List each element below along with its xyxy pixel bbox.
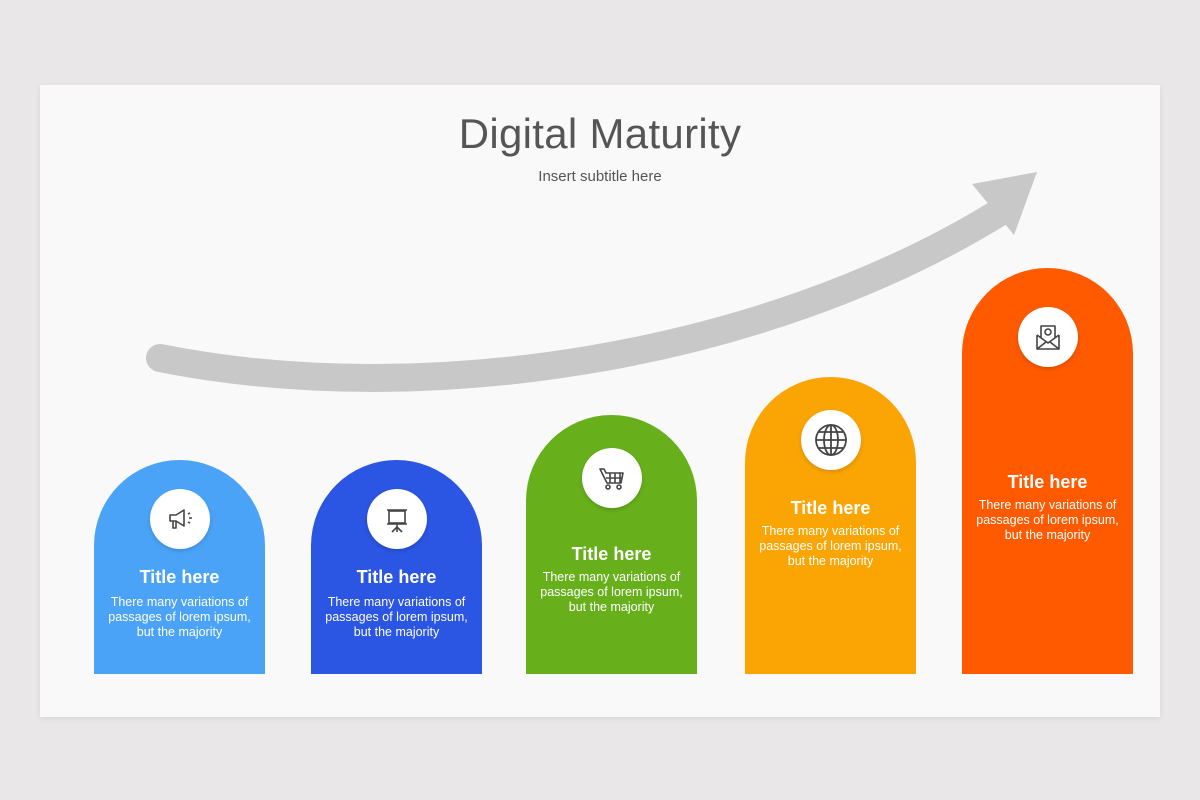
step-description: There many variations of passages of lor… (976, 498, 1119, 542)
presentation-board-icon (386, 509, 407, 533)
email-envelope-icon (1035, 325, 1060, 350)
megaphone-icon (168, 509, 192, 529)
icon-badge (581, 448, 642, 508)
step-card-4: Title here There many variations of pass… (745, 377, 916, 674)
step-title: Title here (790, 498, 871, 518)
icon-badge (800, 410, 861, 470)
step-card-3: Title here There many variations of pass… (526, 415, 697, 674)
step-card-5: Title here There many variations of pass… (962, 268, 1133, 674)
step-card-2: Title here There many variations of pass… (311, 460, 482, 674)
globe-icon (814, 424, 847, 456)
step-description: There many variations of passages of lor… (108, 595, 251, 639)
step-title: Title here (571, 544, 652, 564)
step-description: There many variations of passages of lor… (325, 595, 468, 639)
step-title: Title here (139, 567, 220, 587)
step-title: Title here (1007, 472, 1088, 492)
step-description: There many variations of passages of lor… (759, 524, 902, 568)
step-description: There many variations of passages of lor… (540, 570, 683, 614)
page-subtitle: Insert subtitle here (538, 168, 662, 185)
shopping-cart-icon (598, 468, 624, 490)
step-card-1: Title here There many variations of pass… (94, 460, 265, 674)
icon-badge (366, 489, 427, 549)
icon-badge (1017, 307, 1078, 367)
step-title: Title here (356, 567, 437, 587)
icon-badge (149, 489, 210, 549)
page-title: Digital Maturity (458, 110, 742, 157)
